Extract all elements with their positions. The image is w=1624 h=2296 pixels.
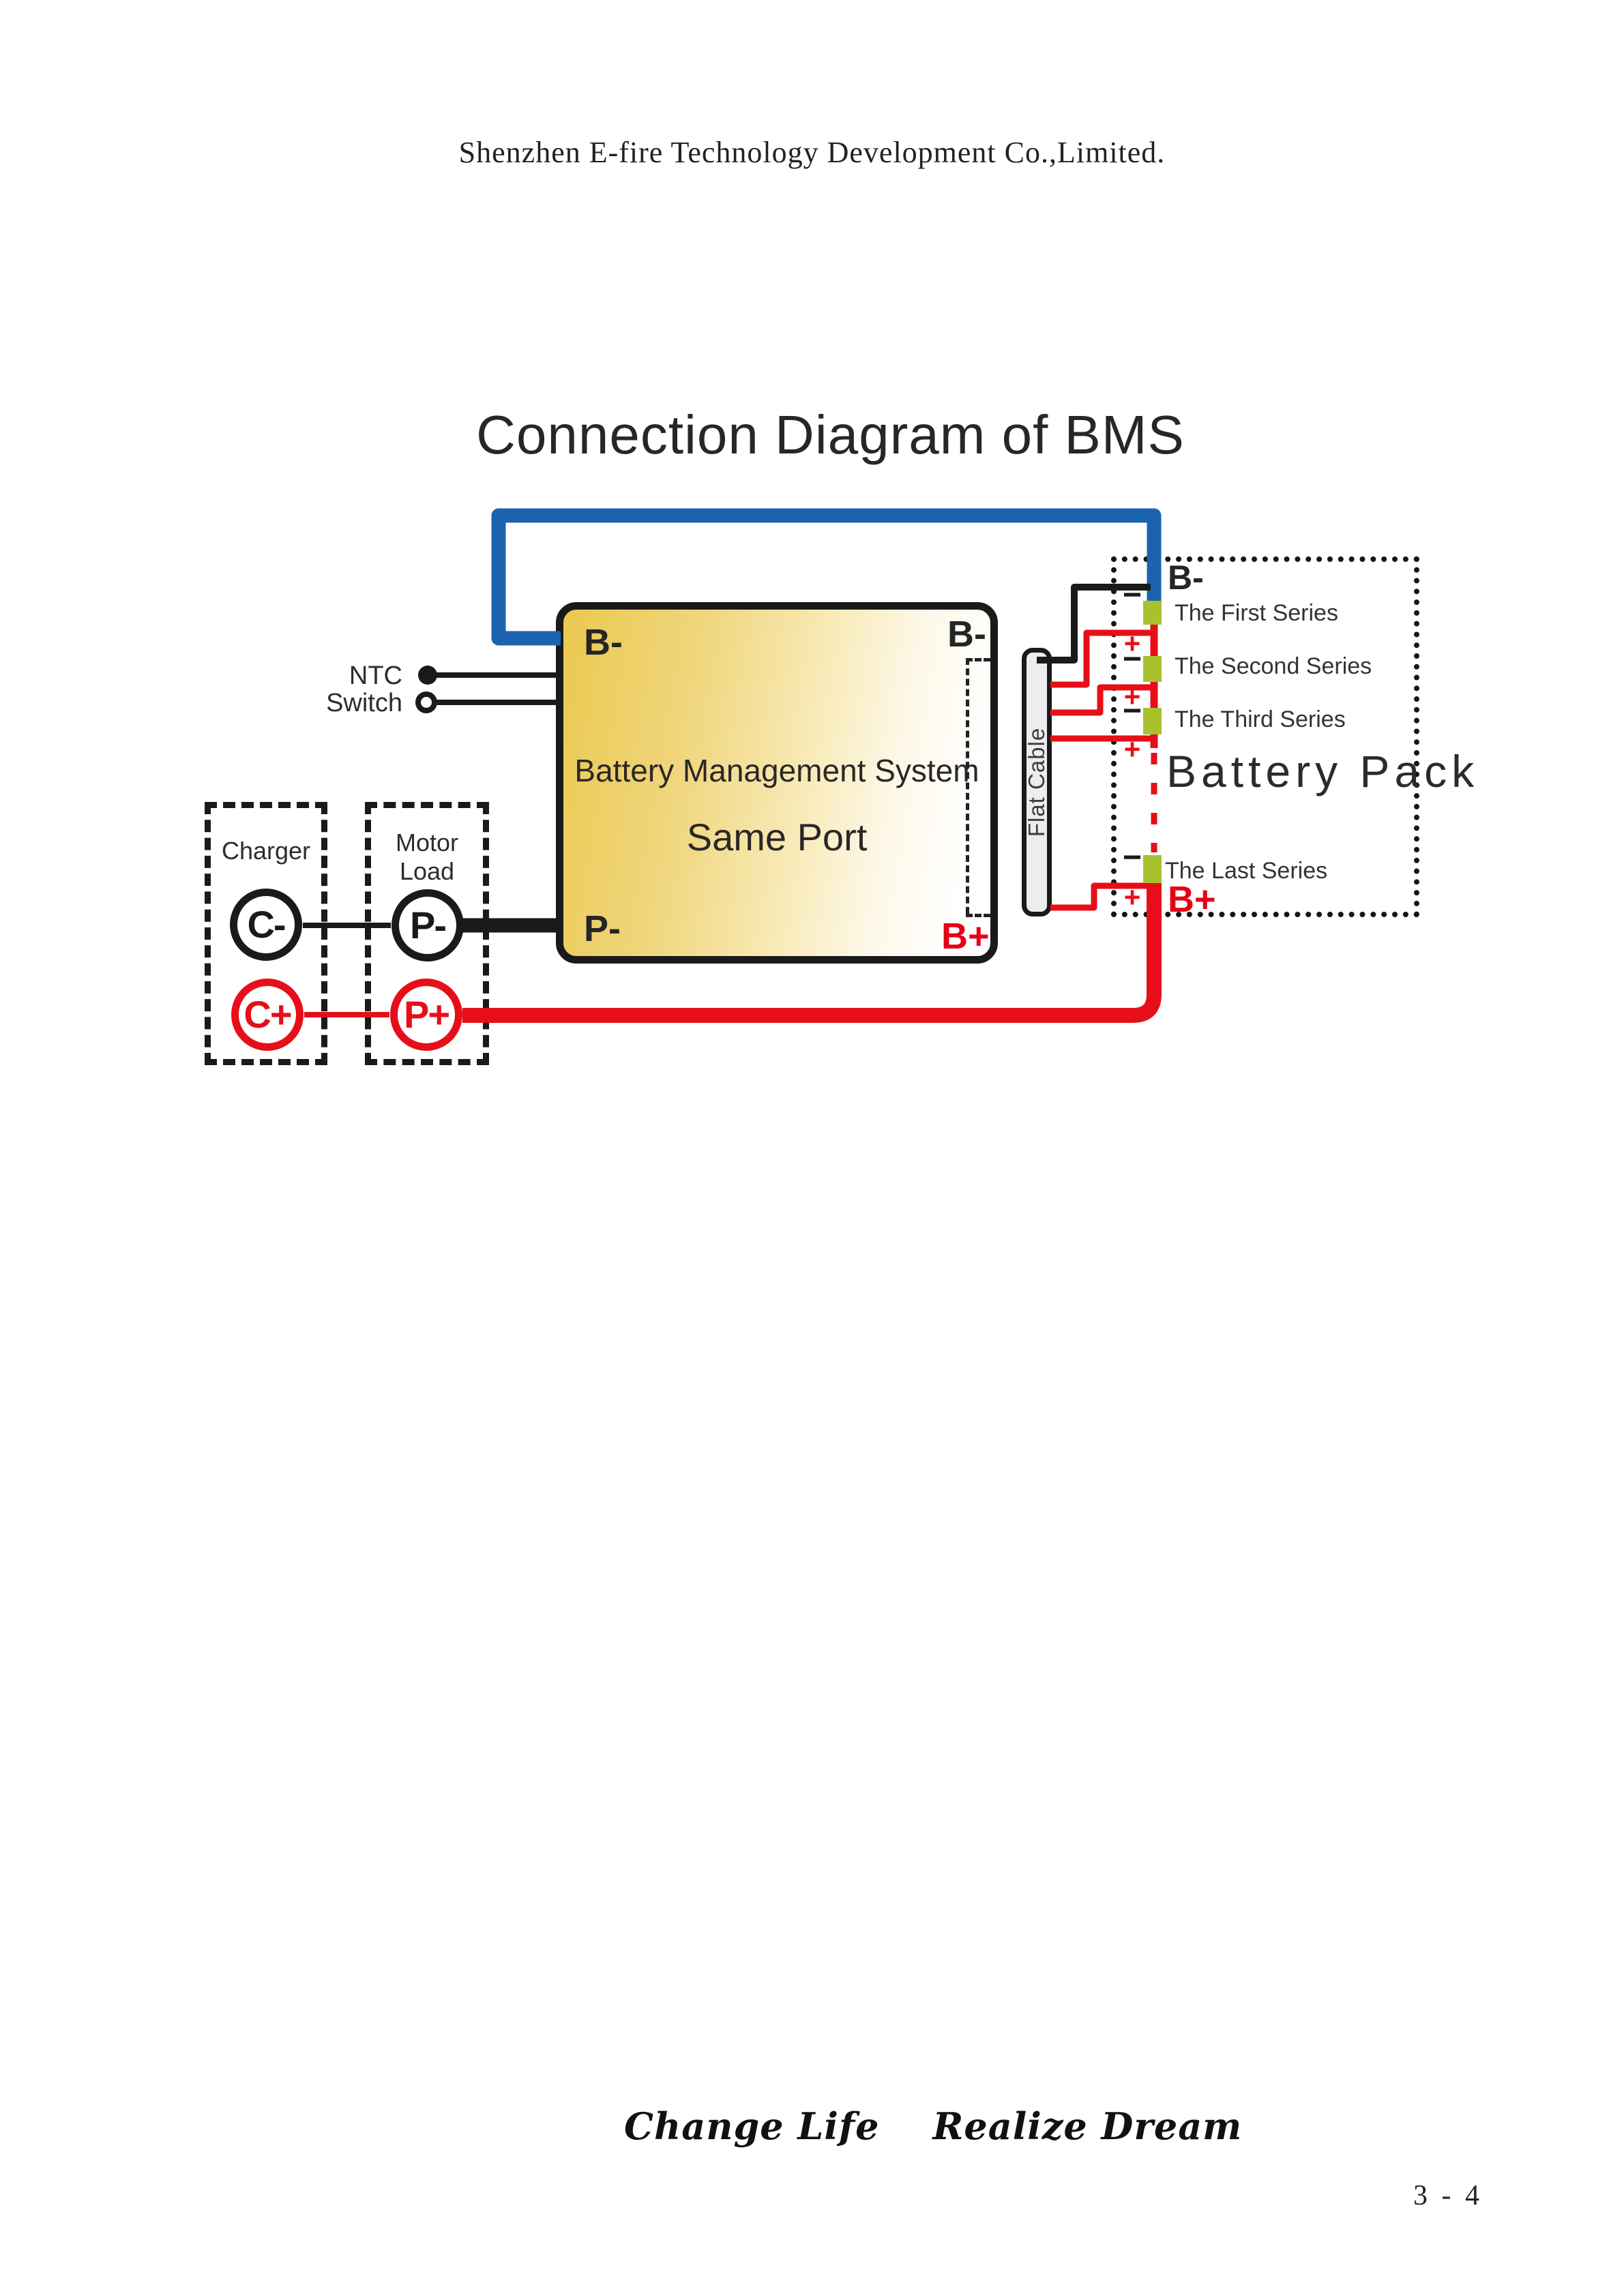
blue-b-minus-wire [491,508,1162,646]
plus-sign-cell-last: + [1123,881,1141,913]
bms-internal-dashed-stub-bottom [966,914,990,917]
bms-internal-dashed-stub-top [966,658,990,661]
minus-sign-cell-last: − [1122,839,1142,876]
bms-b-minus-top-left-label: B- [584,622,623,663]
charger-positive-terminal: C+ [231,979,304,1051]
bms-b-plus-label: B+ [941,916,990,957]
bms-same-port-label: Same Port [686,816,868,859]
minus-sign-cell3: − [1122,693,1142,729]
battery-pack-title: Battery Pack [1166,746,1479,796]
cell-third-series [1143,708,1162,734]
ntc-terminal-dot-icon [418,666,437,685]
load-positive-terminal: P+ [390,979,462,1051]
switch-terminal-ring-icon [415,691,437,713]
footer-slogan-left: Change Life [624,2104,880,2148]
series-label-second: The Second Series [1175,653,1372,679]
battery-pack-b-minus-label: B- [1168,558,1204,597]
bms-name-label: Battery Management System [574,753,979,788]
ntc-label: NTC [349,661,402,690]
cell-first-series [1143,601,1162,625]
bms-internal-dashed-line [966,658,969,914]
cell-last-series [1143,855,1162,883]
cell-second-series [1143,656,1162,682]
plus-sign-cell3: + [1123,733,1141,765]
black-b-minus-sense-wire [1037,584,1151,664]
bms-p-minus-label: P- [584,908,621,949]
red-b-plus-power-wire [462,882,1162,1023]
footer-slogan: Change Life Realize Dream [624,2104,1242,2148]
company-header: Shenzhen E-fire Technology Development C… [458,136,1166,169]
charger-title: Charger [221,837,311,865]
series-label-first: The First Series [1175,600,1338,626]
series-label-last: The Last Series [1165,858,1328,884]
charger-negative-terminal: C- [230,889,302,961]
diagram-title: Connection Diagram of BMS [476,404,1185,465]
sense-wire-series2 [1050,684,1154,716]
motor-load-title-line2: Load [399,857,455,885]
motor-load-box: Motor Load [365,802,489,1065]
footer-slogan-right: Realize Dream [932,2104,1243,2148]
sense-wire-series1 [1050,629,1154,688]
series-label-third: The Third Series [1175,706,1346,732]
sense-wire-last-series [1050,882,1154,911]
charger-box: Charger [205,802,327,1065]
plus-sign-cell1: + [1123,627,1141,659]
flat-cable-connector: Flat Cable [1022,648,1052,916]
bms-box: B- B- Battery Management System Same Por… [556,602,998,964]
minus-sign-cell1: − [1122,577,1142,613]
load-negative-terminal: P- [392,889,464,961]
plus-sign-cell2: + [1123,681,1141,713]
battery-pack-b-plus-label: B+ [1168,879,1216,920]
page-number: 3 - 4 [1413,2180,1483,2211]
bms-b-minus-top-right-label: B- [947,614,986,655]
motor-load-title-line1: Motor [395,829,459,856]
switch-label: Switch [326,689,402,717]
minus-sign-cell2: − [1122,641,1142,677]
